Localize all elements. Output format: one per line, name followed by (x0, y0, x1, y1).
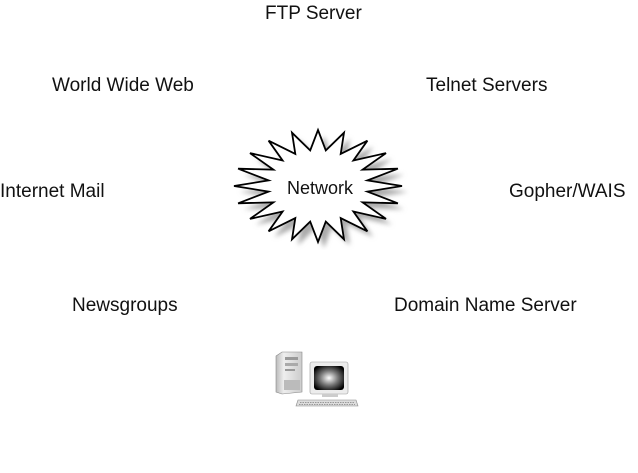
node-telnet-servers: Telnet Servers (426, 75, 548, 96)
network-starburst: Network (230, 124, 410, 250)
starburst-icon (233, 127, 408, 248)
monitor (309, 361, 349, 397)
node-ftp-server: FTP Server (265, 3, 362, 24)
node-world-wide-web: World Wide Web (52, 75, 194, 96)
starburst-outline (233, 127, 403, 245)
node-gopher-wais: Gopher/WAIS (509, 181, 626, 202)
tower-case (275, 351, 303, 395)
desktop-computer (272, 348, 362, 410)
desktop-computer-icon (275, 351, 359, 407)
node-domain-name-server: Domain Name Server (394, 295, 577, 316)
network-label: Network (286, 178, 353, 198)
keyboard (295, 399, 359, 407)
node-newsgroups: Newsgroups (72, 295, 178, 316)
node-internet-mail: Internet Mail (0, 181, 105, 202)
